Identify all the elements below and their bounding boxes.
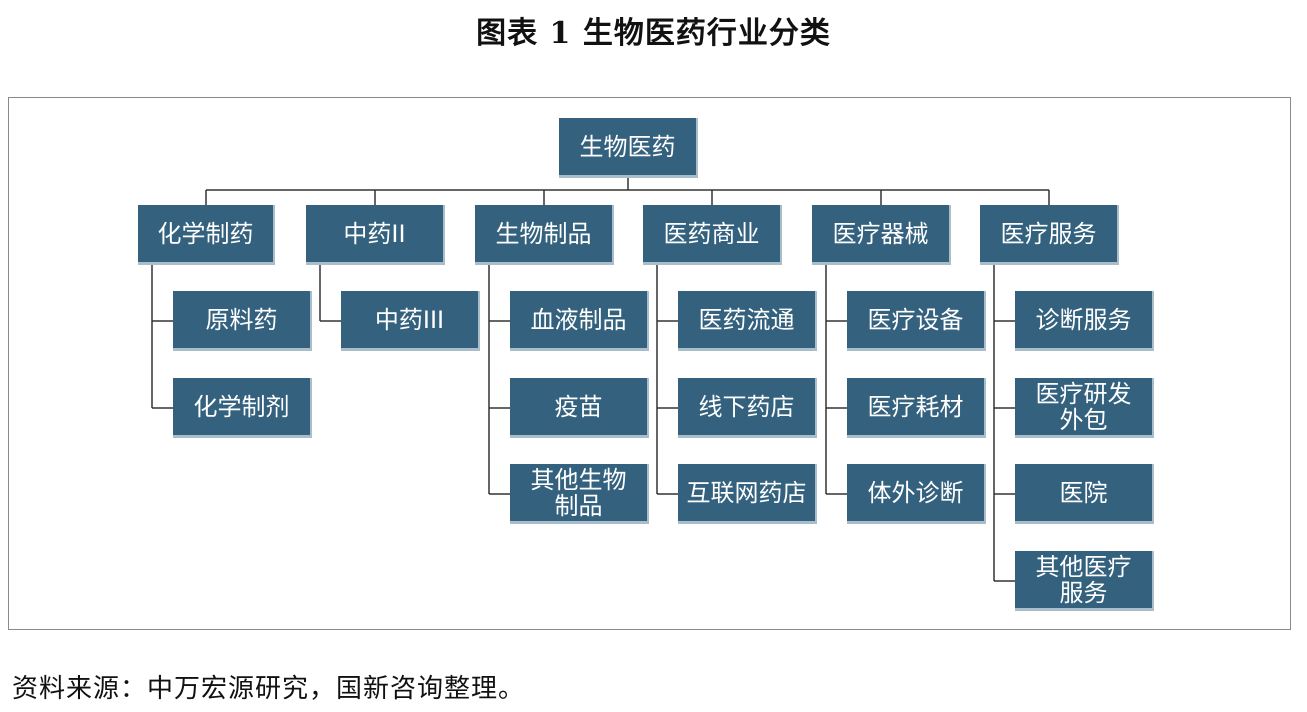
subcategory-label: 诊断服务 [1035,305,1132,334]
category-node-chemical-pharma: 化学制药 [138,205,275,265]
subcategory-label: 互联网药店 [686,478,807,507]
category-node-medical-devices: 医疗器械 [812,205,951,265]
subcategory-node: 医药流通 [678,291,817,351]
subcategory-node: 疫苗 [510,378,649,438]
subcategory-label: 其他医疗 服务 [1035,552,1132,607]
figure-title: 图表 1 生物医药行业分类 [476,16,831,51]
subcategory-node: 中药III [341,291,480,351]
subcategory-node: 诊断服务 [1015,291,1154,351]
subcategory-node: 其他生物 制品 [510,464,649,524]
diagram-frame [8,97,1291,630]
subcategory-node: 线下药店 [678,378,817,438]
subcategory-label: 医药流通 [698,305,795,334]
subcategory-label: 疫苗 [554,392,603,421]
subcategory-label: 化学制剂 [193,392,290,421]
subcategory-node: 血液制品 [510,291,649,351]
category-node-biologics: 生物制品 [475,205,614,265]
category-node-pharma-commerce: 医药商业 [643,205,782,265]
subcategory-label: 中药III [374,305,445,334]
subcategory-label: 体外诊断 [867,478,964,507]
subcategory-node: 化学制剂 [173,378,312,438]
subcategory-label: 医院 [1059,478,1108,507]
category-label: 医疗服务 [1000,219,1097,248]
source-note: 资料来源：中万宏源研究，国新咨询整理。 [12,674,526,704]
subcategory-node: 其他医疗 服务 [1015,551,1154,611]
category-label: 生物制品 [495,219,592,248]
root-node: 生物医药 [559,118,698,178]
subcategory-node: 互联网药店 [678,464,817,524]
category-label: 医药商业 [663,219,760,248]
subcategory-node: 医院 [1015,464,1154,524]
subcategory-label: 其他生物 制品 [530,465,627,520]
subcategory-label: 医疗研发 外包 [1035,379,1132,434]
subcategory-node: 原料药 [173,291,312,351]
category-node-tcm: 中药II [306,205,445,265]
subcategory-label: 医疗耗材 [867,392,964,421]
subcategory-node: 医疗耗材 [847,378,986,438]
subcategory-node: 医疗设备 [847,291,986,351]
category-label: 医疗器械 [832,219,929,248]
subcategory-node: 医疗研发 外包 [1015,378,1154,438]
root-node-label: 生物医药 [579,132,676,161]
subcategory-label: 线下药店 [698,392,795,421]
subcategory-node: 体外诊断 [847,464,986,524]
subcategory-label: 医疗设备 [867,305,964,334]
subcategory-label: 血液制品 [530,305,627,334]
category-node-medical-services: 医疗服务 [980,205,1119,265]
subcategory-label: 原料药 [205,305,278,334]
category-label: 化学制药 [157,219,254,248]
category-label: 中药II [343,219,406,248]
